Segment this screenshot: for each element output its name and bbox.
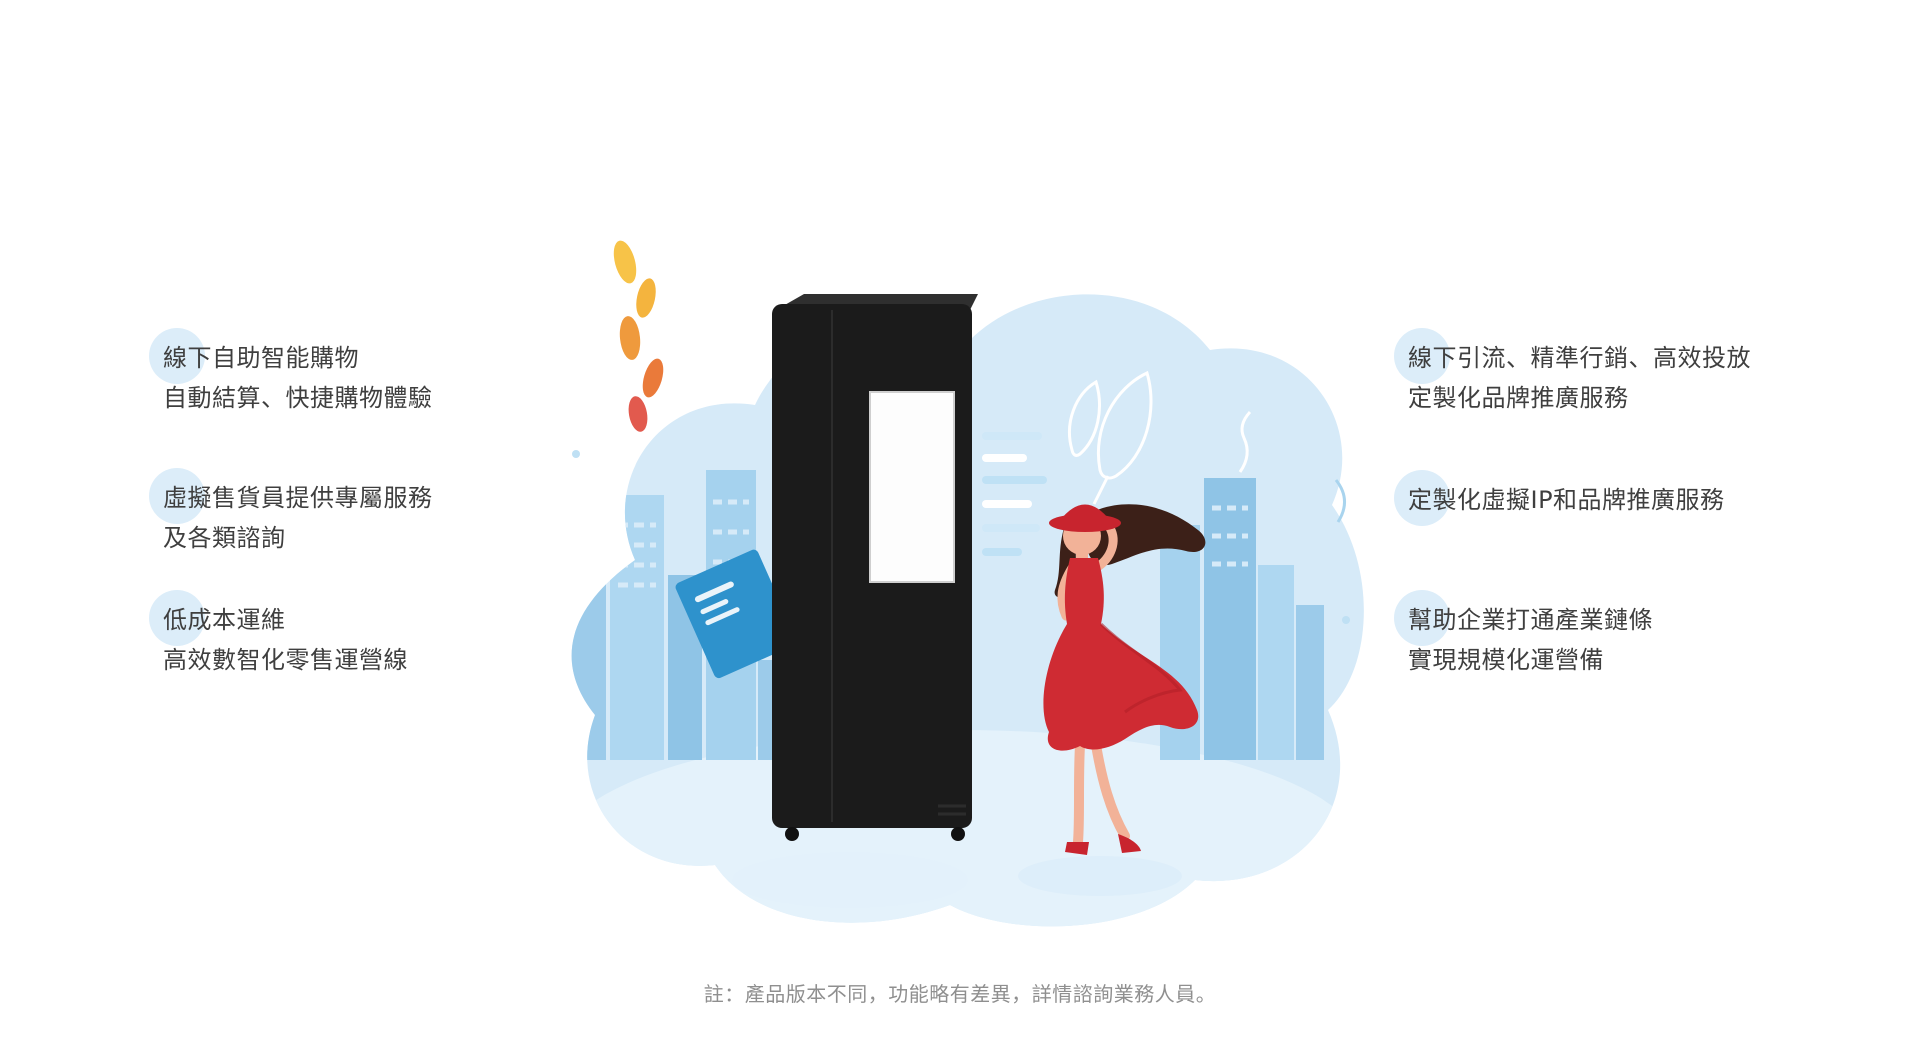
decor-dot xyxy=(572,450,580,458)
decor-stripes xyxy=(982,432,1047,556)
parcel-box xyxy=(675,549,797,679)
accent-circle xyxy=(1394,328,1450,384)
feature-line: 幫助企業打通產業鏈條 xyxy=(1408,606,1653,634)
feature-line: 及各類諮詢 xyxy=(163,524,286,552)
feature-line: 線下引流、精準行銷、高效投放 xyxy=(1408,344,1751,372)
accent-circle xyxy=(149,468,205,524)
leaf-outline-icon xyxy=(1068,370,1153,505)
feature-line: 自動結算、快捷購物體驗 xyxy=(163,384,433,412)
accent-circle xyxy=(149,590,205,646)
accent-circle xyxy=(149,328,205,384)
feature-line: 線下自助智能購物 xyxy=(163,344,359,372)
feature-offline-smart-shopping: 線下自助智能購物 自動結算、快捷購物體驗 xyxy=(149,328,433,418)
footnote: 註：產品版本不同，功能略有差異，詳情諮詢業務人員。 xyxy=(703,982,1217,1006)
city-skyline-right xyxy=(1160,410,1324,760)
kiosk-screen xyxy=(869,391,955,583)
feature-low-cost-operation: 低成本運維 高效數智化零售運營線 xyxy=(149,590,408,680)
decor-dot xyxy=(1342,616,1350,624)
hero-illustration xyxy=(571,240,1364,927)
woman-shadow xyxy=(1018,856,1182,896)
vending-kiosk xyxy=(772,294,978,841)
feature-line: 實現規模化運營備 xyxy=(1408,646,1604,674)
feature-line: 虛擬售貨員提供專屬服務 xyxy=(163,484,433,512)
feature-line: 低成本運維 xyxy=(163,606,286,634)
kiosk-shadow xyxy=(732,852,968,908)
feature-industry-chain: 幫助企業打通產業鏈條 實現規模化運營備 xyxy=(1394,590,1653,680)
smoke-line xyxy=(1238,410,1252,473)
leaves-decoration xyxy=(613,240,664,432)
accent-circle xyxy=(1394,470,1450,526)
decor-arc xyxy=(1334,479,1346,523)
feature-line: 定製化品牌推廣服務 xyxy=(1408,384,1629,412)
feature-offline-traffic-marketing: 線下引流、精準行銷、高效投放 定製化品牌推廣服務 xyxy=(1394,328,1751,418)
woman-illustration xyxy=(1043,504,1206,855)
feature-line: 高效數智化零售運營線 xyxy=(163,646,408,674)
accent-circle xyxy=(1394,590,1450,646)
feature-custom-virtual-ip: 定製化虛擬IP和品牌推廣服務 xyxy=(1394,470,1725,526)
feature-line: 定製化虛擬IP和品牌推廣服務 xyxy=(1408,486,1725,514)
feature-virtual-salesperson: 虛擬售貨員提供專屬服務 及各類諮詢 xyxy=(149,468,433,558)
